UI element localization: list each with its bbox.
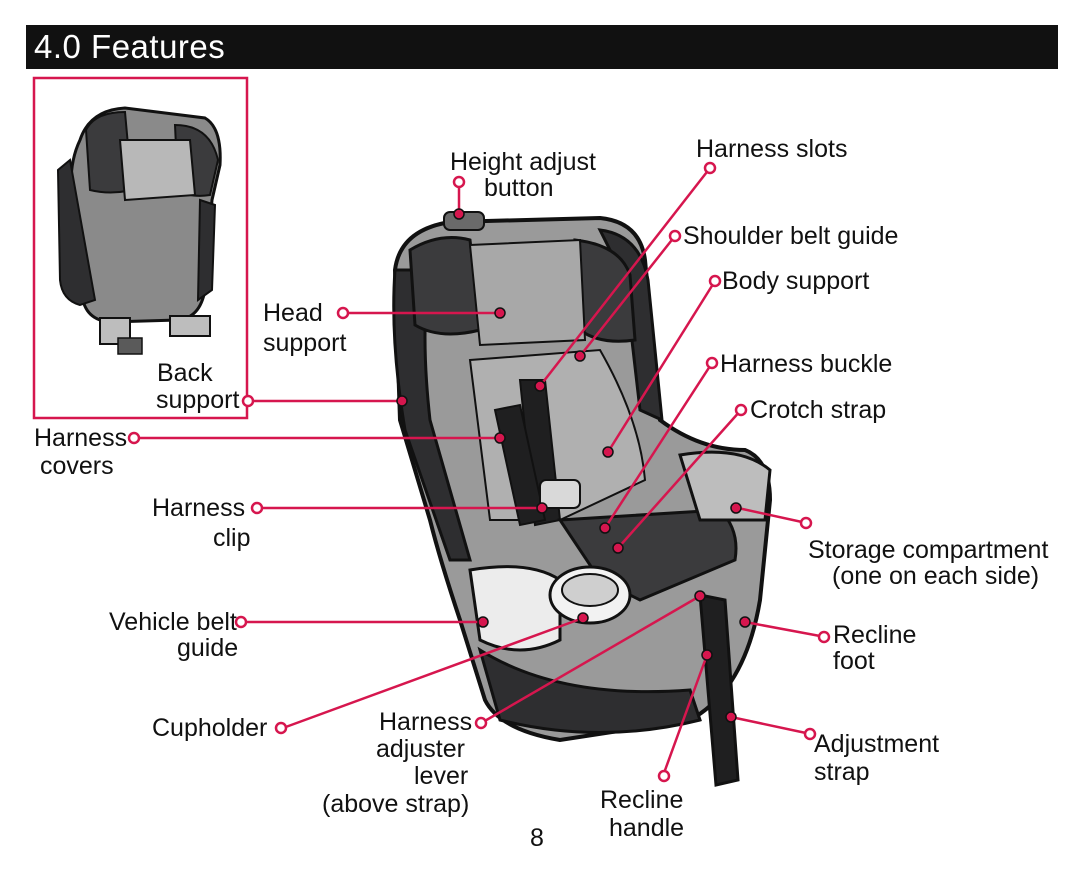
label-recline-foot-2: foot [833, 647, 875, 675]
label-height-adjust: Height adjust [450, 148, 596, 176]
label-adjustment-strap: Adjustment [814, 730, 939, 758]
label-harness-covers: Harness [34, 424, 127, 452]
label-vehicle-belt-guide: Vehicle belt [109, 608, 237, 636]
section-title: 4.0 Features [34, 28, 226, 65]
label-adjustment-strap-2: strap [814, 758, 870, 786]
label-harness-adjuster: Harness [379, 708, 472, 736]
label-body-support: Body support [722, 267, 869, 295]
label-harness-clip: Harness [152, 494, 245, 522]
label-storage-compartment-2: (one on each side) [832, 562, 1039, 590]
page-number: 8 [530, 824, 544, 852]
label-back-support-2: support [156, 386, 239, 414]
label-height-adjust-2: button [484, 174, 554, 202]
target-dots [396, 208, 751, 723]
label-storage-compartment: Storage compartment [808, 536, 1048, 564]
back-support-illustration [56, 106, 222, 355]
label-harness-slots: Harness slots [696, 135, 847, 163]
label-harness-clip-2: clip [213, 524, 251, 552]
leader-lines [134, 167, 821, 774]
label-cupholder: Cupholder [152, 714, 267, 742]
section-header-bar [26, 25, 1058, 69]
label-vehicle-belt-guide-2: guide [177, 634, 238, 662]
label-recline-handle-2: handle [609, 814, 684, 842]
label-harness-adjuster-3: lever [414, 762, 468, 790]
label-back-support: Back [157, 359, 213, 387]
label-harness-adjuster-2: adjuster [376, 735, 465, 763]
label-harness-covers-2: covers [40, 452, 114, 480]
label-harness-buckle: Harness buckle [720, 350, 892, 378]
label-shoulder-belt-guide: Shoulder belt guide [683, 222, 898, 250]
car-seat-illustration [392, 211, 773, 787]
back-support-inset-frame [32, 76, 249, 420]
label-markers [127, 161, 831, 783]
label-head-support-2: support [263, 329, 346, 357]
label-recline-foot: Recline [833, 621, 916, 649]
label-recline-handle: Recline [600, 786, 683, 814]
label-head-support: Head [263, 299, 323, 327]
label-harness-adjuster-4: (above strap) [322, 790, 469, 818]
label-crotch-strap: Crotch strap [750, 396, 886, 424]
